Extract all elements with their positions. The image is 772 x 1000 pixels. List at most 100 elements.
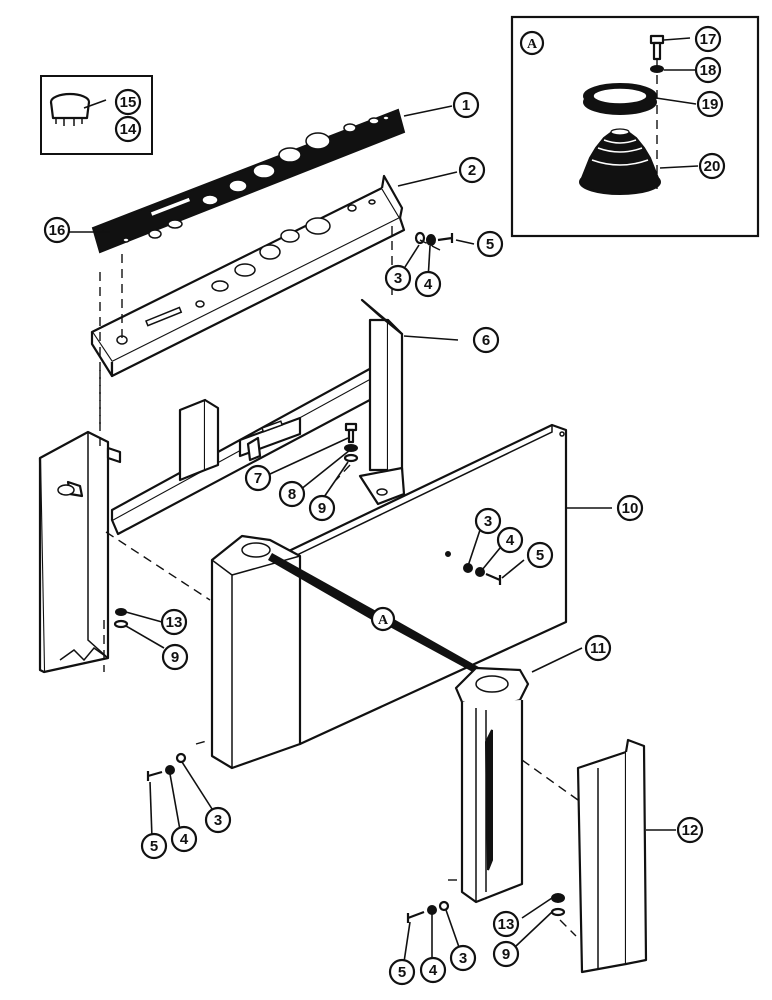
left-post — [38, 430, 122, 674]
callout-13: 13 — [160, 608, 188, 636]
detail-bands — [268, 553, 484, 676]
callout-number: 4 — [429, 962, 438, 979]
callout-3: 3 — [474, 507, 502, 535]
callout-circle — [458, 156, 486, 184]
boot-20 — [579, 128, 661, 195]
plug-detail-box — [40, 75, 153, 155]
callout-12: 12 — [676, 816, 704, 844]
callout-20: 20 — [698, 152, 726, 180]
callout-circle — [204, 806, 232, 834]
callout-3: 3 — [449, 944, 477, 972]
callout-number: 9 — [318, 500, 326, 517]
callout-number: 14 — [120, 121, 137, 138]
callout-4: 4 — [170, 825, 198, 853]
callout-number: 7 — [254, 470, 262, 487]
callout-circle — [616, 494, 644, 522]
callout-circle — [698, 152, 726, 180]
detail-a-inset — [510, 15, 760, 238]
callout-circle — [452, 91, 480, 119]
callout-circle — [161, 643, 189, 671]
callout-6: 6 — [472, 326, 500, 354]
inset-label-a-letter: A — [527, 37, 538, 52]
callout-circle — [114, 88, 142, 116]
callout-circle — [114, 115, 142, 143]
callout-number: 4 — [180, 831, 189, 848]
callout-7: 7 — [244, 464, 272, 492]
callout-10: 10 — [616, 494, 644, 522]
callout-circle — [384, 264, 412, 292]
callout-number: 5 — [486, 236, 494, 253]
callout-number: 11 — [590, 640, 606, 657]
callout-circle — [160, 608, 188, 636]
inset-label-a-circle — [519, 30, 545, 56]
callout-circle — [278, 480, 306, 508]
cover-12 — [576, 738, 648, 974]
post-11 — [454, 666, 530, 904]
callout-number: 13 — [166, 614, 183, 631]
callout-number: 15 — [120, 94, 137, 111]
callout-number: 12 — [682, 822, 699, 839]
callout-number: 9 — [171, 649, 179, 666]
callout-number: 20 — [704, 158, 721, 175]
detail-ref-a-letter: A — [378, 613, 389, 628]
callout-11: 11 — [584, 634, 612, 662]
callout-5: 5 — [526, 541, 554, 569]
callout-number: 5 — [150, 838, 158, 855]
callout-circle — [492, 940, 520, 968]
callout-1: 1 — [452, 91, 480, 119]
callout-circle — [476, 230, 504, 258]
callout-number: 3 — [214, 812, 222, 829]
frame-6 — [110, 298, 406, 536]
callout-circle — [474, 507, 502, 535]
callout-circle — [526, 541, 554, 569]
callout-number: 16 — [49, 222, 66, 239]
hardware-bottom-mid — [406, 900, 450, 923]
callout-14: 14 — [114, 115, 142, 143]
callout-3: 3 — [384, 264, 412, 292]
callout-number: 4 — [506, 532, 515, 549]
callout-9: 9 — [161, 643, 189, 671]
callout-number: 5 — [536, 547, 544, 564]
callout-circle — [414, 270, 442, 298]
callout-number: 3 — [394, 270, 402, 287]
callout-2: 2 — [458, 156, 486, 184]
leader-lines — [66, 37, 699, 963]
plug-14-15 — [49, 92, 91, 126]
callout-number: 18 — [700, 62, 717, 79]
detail-ref-a-circle — [370, 606, 396, 632]
callout-number: 4 — [424, 276, 433, 293]
bolt-7-washers — [343, 422, 359, 463]
callout-circle — [676, 816, 704, 844]
callout-circle — [140, 832, 168, 860]
bolt-17 — [649, 34, 665, 61]
callout-circle — [244, 464, 272, 492]
panel-2 — [90, 174, 406, 378]
callout-number: 17 — [700, 31, 717, 48]
washers-left — [113, 608, 129, 629]
front-left-cover — [210, 534, 302, 770]
callout-number: 2 — [468, 162, 476, 179]
callout-5: 5 — [140, 832, 168, 860]
callout-circle — [419, 956, 447, 984]
callout-circle — [472, 326, 500, 354]
callout-number: 3 — [459, 950, 467, 967]
callout-number: 13 — [498, 916, 515, 933]
callout-15: 15 — [114, 88, 142, 116]
callout-number: 8 — [288, 486, 296, 503]
callout-circle — [696, 90, 724, 118]
detail-ref-a: A — [370, 606, 396, 632]
callout-number: 5 — [398, 964, 406, 981]
callout-number: 6 — [482, 332, 490, 349]
callout-4: 4 — [414, 270, 442, 298]
callout-8: 8 — [278, 480, 306, 508]
callout-16: 16 — [43, 216, 71, 244]
hardware-bottom-left — [146, 752, 187, 781]
callout-circle — [694, 25, 722, 53]
callout-circle — [308, 494, 336, 522]
callout-9: 9 — [492, 940, 520, 968]
hardware-top — [414, 231, 454, 246]
callout-number: 19 — [702, 96, 719, 113]
callout-circle — [449, 944, 477, 972]
